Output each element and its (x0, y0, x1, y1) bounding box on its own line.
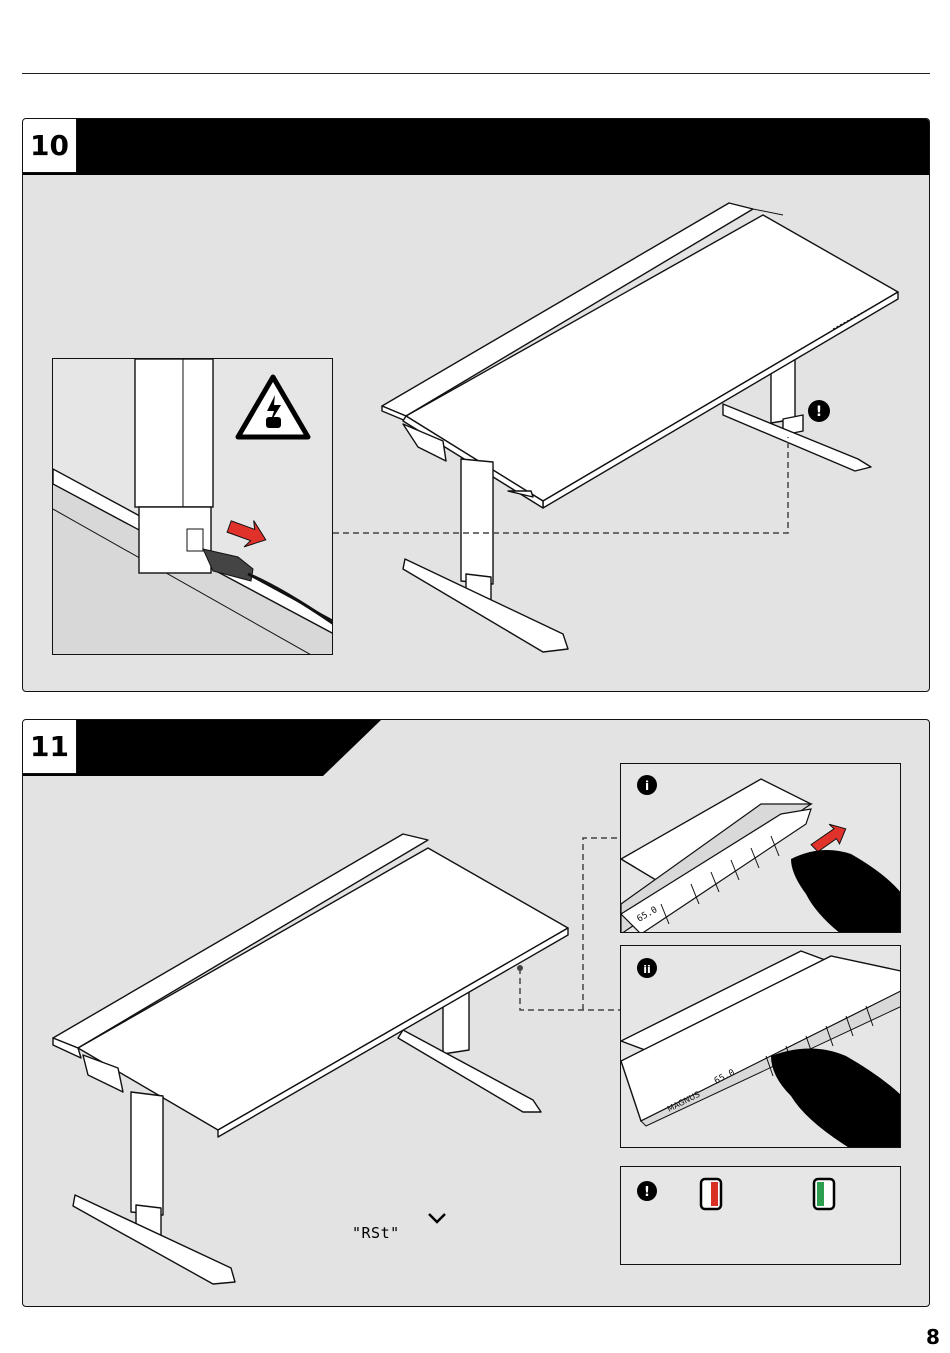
led-indicator-inset: ! (620, 1166, 901, 1265)
page-number: 8 (926, 1325, 940, 1349)
controller-inset-ii: 65.0 MAGNUS ii (620, 945, 901, 1148)
reset-code-text: "RSt" (352, 1224, 400, 1242)
inset-marker-i: i (645, 779, 649, 793)
power-connection-inset (52, 358, 333, 655)
inset-marker-warning: ! (644, 1185, 650, 1200)
inset-marker-ii: ii (643, 963, 651, 976)
top-rule (22, 73, 930, 74)
svg-text:!: ! (816, 404, 822, 420)
step-10-panel: 10 ! (22, 118, 930, 692)
controller-inset-i: 65.0 i (620, 763, 901, 933)
step-11-panel: 11 (22, 719, 930, 1307)
